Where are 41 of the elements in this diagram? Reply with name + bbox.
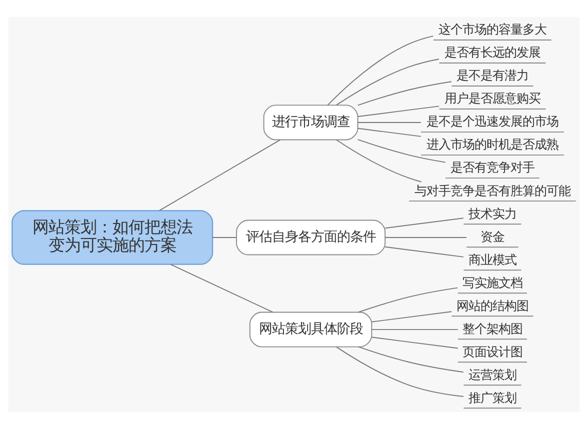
node-text: 是不是个迅速发展的市场 (426, 113, 558, 128)
node-box: 进行市场调查 (263, 104, 358, 140)
connector (170, 263, 274, 312)
connector (336, 58, 440, 105)
node-text: 页面设计图 (462, 343, 522, 358)
node-text: 是否有长远的发展 (444, 44, 540, 60)
node-text: 资金 (480, 228, 504, 244)
node-box: 网站策划具体阶段 (249, 311, 372, 347)
connector (336, 139, 422, 182)
connector (371, 328, 458, 330)
node-text: 是不是有潜力 (456, 67, 528, 82)
node-text: 运营策划 (468, 366, 516, 382)
node-text: 用户是否愿意购买 (444, 90, 540, 106)
connector (371, 310, 452, 322)
node-box: 评估自身各方面的条件 (236, 219, 386, 255)
node-box: 网站策划：如何把想法变为可实施的方案 (12, 210, 214, 264)
connector (358, 286, 458, 312)
connector (358, 121, 422, 122)
node-text: 技术实力 (468, 205, 516, 220)
connector (384, 236, 467, 238)
node-text: 网站的结构图 (456, 297, 528, 312)
connector (384, 246, 464, 257)
connector (327, 35, 434, 105)
node-text: 整个架构图 (462, 320, 522, 336)
node-text: 进入市场的时机是否成熟 (426, 136, 558, 152)
connector (158, 138, 281, 211)
connector (358, 346, 464, 372)
connector (357, 80, 452, 106)
connector (358, 127, 422, 136)
node-text: 与对手竞争是否有胜算的可能 (414, 182, 570, 198)
node-text: 是否有竞争对手 (450, 159, 534, 174)
node-text: 商业模式 (468, 251, 516, 266)
connector (357, 138, 446, 162)
connector (358, 105, 440, 117)
connector (371, 336, 458, 348)
node-text: 写实施文档 (462, 274, 522, 290)
connector (212, 236, 237, 238)
connector (384, 217, 464, 228)
connector (336, 346, 464, 396)
node-text: 这个市场的容量多大 (438, 21, 546, 36)
node-text: 推广策划 (468, 389, 516, 404)
